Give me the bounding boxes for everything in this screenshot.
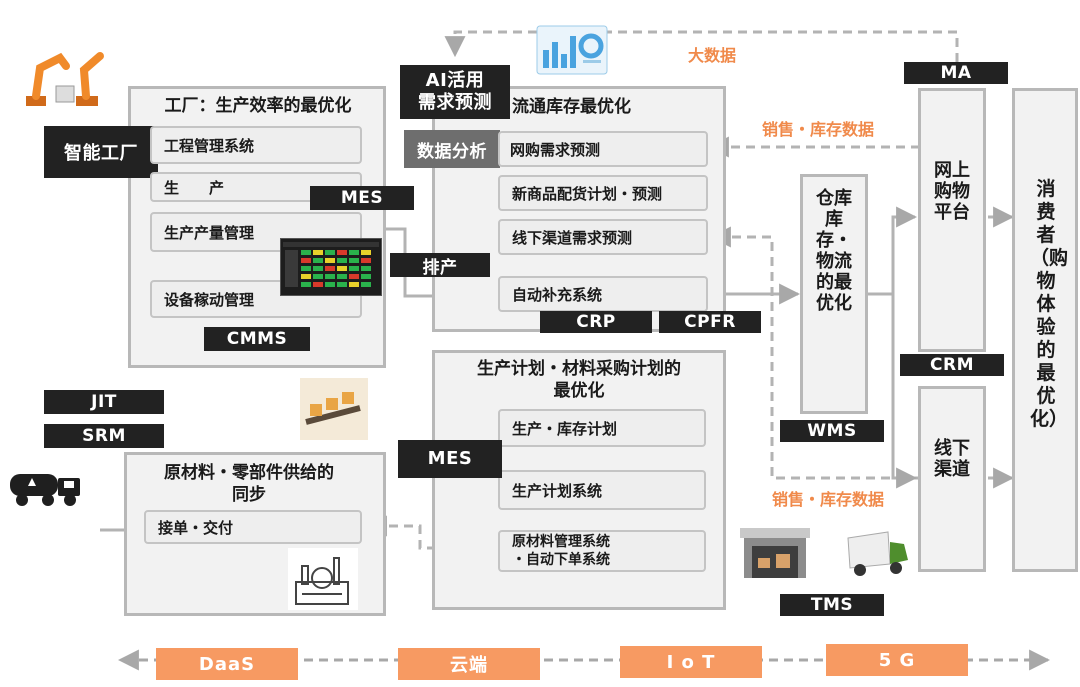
srm-tag: SRM — [44, 424, 164, 448]
crm-tag: CRM — [900, 354, 1004, 376]
bottom-pill-daas: DaaS — [156, 648, 298, 680]
warehouse-panel — [800, 174, 868, 414]
smart-factory-tag: 智能工厂 — [44, 126, 158, 178]
consumer-panel — [1012, 88, 1078, 572]
cmms-tag: CMMS — [204, 327, 310, 351]
robot-arm-image — [20, 46, 108, 110]
big-data-label: 大数据 — [688, 46, 737, 65]
crp-tag: CRP — [540, 311, 652, 333]
bottom-pill-iot: I o T — [620, 646, 762, 678]
dashboard-chart-icon — [533, 20, 611, 80]
warehouse-text: 仓库库存・物流的最优化 — [816, 188, 852, 314]
plan-item-system: 生产计划系统 — [498, 470, 706, 510]
plan-mes-tag: MES — [398, 440, 502, 478]
production-plan-title: 生产计划・材料采购计划的 最优化 — [477, 359, 681, 401]
sales-data-bottom-label: 销售・库存数据 — [772, 490, 885, 509]
tanker-truck-icon — [8, 462, 84, 510]
warehouse-to-offline-arrow — [891, 294, 918, 489]
offline-channel-panel — [918, 386, 986, 572]
consumer-text: 消费者（购物体验的最优化） — [1030, 178, 1069, 430]
supply-title: 原材料・零部件供给的 同步 — [164, 463, 334, 505]
tms-tag: TMS — [780, 594, 884, 616]
factory-mes-tag: MES — [310, 186, 414, 210]
distribution-item-new-product: 新商品配货计划・预测 — [498, 175, 708, 211]
distribution-item-offline: 线下渠道需求预测 — [498, 219, 708, 255]
plan-item-inventory: 生产・库存计划 — [498, 409, 706, 447]
conveyor-boxes-icon — [300, 378, 368, 440]
distribution-item-replenish: 自动补充系统 — [498, 276, 708, 312]
delivery-truck-icon — [844, 524, 912, 582]
supply-item-order: 接单・交付 — [144, 510, 362, 544]
offline-channel-text: 线下渠道 — [934, 438, 970, 480]
big-data-arrow — [444, 30, 959, 62]
factory-title: 工厂：生产效率的最优化 — [164, 96, 352, 116]
bottom-pill-5g: 5 G — [826, 644, 968, 676]
distribution-title: 流通库存最优化 — [512, 97, 631, 117]
distribution-item-online: 网购需求预测 — [498, 131, 708, 167]
jit-tag: JIT — [44, 390, 164, 414]
warehouse-to-online-arrow — [868, 206, 918, 296]
data-analysis-tag: 数据分析 — [404, 130, 500, 168]
plan-item-material: 原材料管理系统 ・自动下单系统 — [498, 530, 706, 572]
dashboard-screenshot-image — [280, 238, 382, 296]
ma-tag: MA — [904, 62, 1008, 84]
cpfr-tag: CPFR — [659, 311, 761, 333]
ai-demand-forecast-tag: AI活用 需求预测 — [400, 65, 510, 119]
factory-plant-icon — [288, 548, 358, 610]
online-platform-panel — [918, 88, 986, 352]
factory-item-engineering: 工程管理系统 — [150, 126, 362, 164]
sales-data-top-label: 销售・库存数据 — [762, 120, 875, 139]
warehouse-building-icon — [738, 524, 812, 580]
wms-tag: WMS — [780, 420, 884, 442]
paichan-tag: 排产 — [390, 253, 490, 278]
bottom-pill-cloud: 云端 — [398, 648, 540, 680]
online-platform-text: 网上购物平台 — [934, 160, 970, 223]
